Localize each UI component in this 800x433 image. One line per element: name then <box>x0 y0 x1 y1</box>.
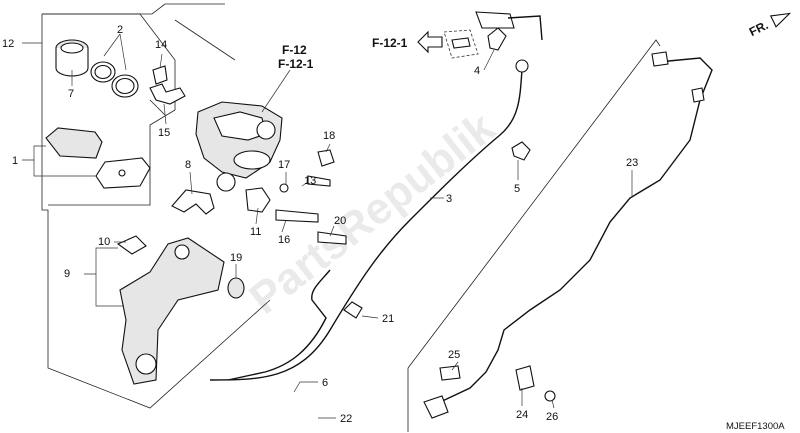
part-number-4[interactable]: 4 <box>474 65 480 77</box>
caliper-bracket-drawing <box>116 235 225 385</box>
sensor-connector-drawing <box>651 51 705 103</box>
bolt-ref-drawing <box>443 29 479 59</box>
clamp-5-drawing <box>511 141 531 161</box>
ref-f12[interactable]: F-12 <box>282 43 307 57</box>
part-number-23[interactable]: 23 <box>626 157 638 169</box>
exploded-frame <box>41 3 271 409</box>
bleeder-drawing <box>149 65 186 105</box>
f12-1-arrow[interactable]: F-12-1 <box>372 30 443 54</box>
ref-f12-1[interactable]: F-12-1 <box>278 57 314 71</box>
brake-pads-drawing <box>45 127 151 189</box>
part-number-25[interactable]: 25 <box>448 349 460 361</box>
part-number-10[interactable]: 10 <box>98 236 110 248</box>
part-number-12[interactable]: 12 <box>2 38 14 50</box>
part-number-14[interactable]: 14 <box>155 39 167 51</box>
part-number-9[interactable]: 9 <box>64 268 70 280</box>
sensor-panel-frame <box>407 39 661 432</box>
part-number-2[interactable]: 2 <box>117 24 123 36</box>
frame-upper-box <box>42 13 176 206</box>
part-number-26[interactable]: 26 <box>546 411 558 423</box>
wheel-speed-sensor-cable <box>435 57 713 405</box>
part-number-20[interactable]: 20 <box>334 215 346 227</box>
pad-spring-drawing <box>171 189 215 215</box>
brake-hose <box>209 69 523 381</box>
part-number-3[interactable]: 3 <box>446 193 452 205</box>
caliper-hardware-drawing <box>245 149 347 245</box>
f12-1-arrow-label: F-12-1 <box>372 36 408 50</box>
boot-drawing <box>227 277 245 299</box>
leader-lines <box>22 33 633 419</box>
part-number-15[interactable]: 15 <box>158 127 170 139</box>
sensor-cable <box>227 269 331 381</box>
piston-drawing <box>55 39 89 77</box>
part-number-8[interactable]: 8 <box>185 159 191 171</box>
part-number-6[interactable]: 6 <box>322 377 328 389</box>
diagram-code: MJEEF1300A <box>726 421 785 432</box>
part-number-7[interactable]: 7 <box>68 88 74 100</box>
part-number-21[interactable]: 21 <box>382 313 394 325</box>
part-number-18[interactable]: 18 <box>323 130 335 142</box>
part-number-11[interactable]: 11 <box>250 226 261 238</box>
front-marker-label: FR. <box>747 18 771 39</box>
hose-stay-drawing <box>475 11 543 73</box>
part-number-13[interactable]: 13 <box>304 175 316 187</box>
caliper-body-drawing <box>195 101 283 192</box>
front-arrow-icon <box>769 12 792 28</box>
seal-set-drawing <box>90 61 139 98</box>
clip-21-drawing <box>343 301 363 319</box>
part-number-24[interactable]: 24 <box>516 409 528 421</box>
part-number-5[interactable]: 5 <box>514 183 520 195</box>
part-numbers: 12 2 7 1 14 15 8 18 17 13 11 16 20 10 9 … <box>2 24 638 425</box>
part-number-22[interactable]: 22 <box>340 413 352 425</box>
part-number-19[interactable]: 19 <box>230 252 242 264</box>
part-number-1[interactable]: 1 <box>12 155 18 167</box>
front-marker: FR. <box>747 12 792 39</box>
sensor-head-drawing <box>423 365 556 419</box>
part-number-16[interactable]: 16 <box>278 234 290 246</box>
part-number-17[interactable]: 17 <box>278 159 290 171</box>
